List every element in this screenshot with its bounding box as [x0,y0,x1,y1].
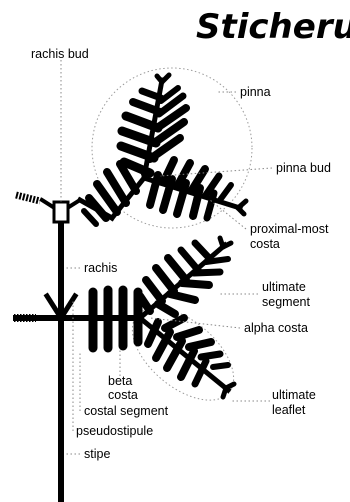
label-rachis-bud: rachis bud [31,47,89,61]
beta-costa [140,238,231,318]
label-pseudostipule: pseudostipule [76,424,153,438]
label-beta-costa: beta costa [108,374,138,402]
ultimate-segment-label-line2: segment [262,295,310,309]
right-pinna [144,160,246,218]
rachis-label: rachis [84,261,117,275]
label-alpha-costa: alpha costa [244,321,308,335]
label-ultimate-leaflet: ultimate leaflet [272,388,316,417]
costal-segment-label: costal segment [84,404,169,418]
pseudostipule-label: pseudostipule [76,424,153,438]
alpha-costa-label: alpha costa [244,321,308,335]
label-costal-segment: costal segment [84,404,169,418]
beta-costa-label-line2: costa [108,388,138,402]
pinna-bud-label: pinna bud [276,161,331,175]
label-ultimate-segment: ultimate segment [262,280,310,309]
stipe-label: stipe [84,447,110,461]
pinna-label: pinna [240,85,271,99]
alpha-costa [140,318,234,397]
upper-hairy-stub [16,195,40,201]
ultimate-leaflet-label-line1: ultimate [272,388,316,402]
label-stipe: stipe [84,447,110,461]
label-pinna-bud: pinna bud [276,161,331,175]
rachis-bud [54,202,68,222]
ultimate-segment-label-line1: ultimate [262,280,306,294]
label-proximal-most-costa: proximal-most costa [250,222,329,251]
diagram-title: Sticherus [196,7,350,47]
label-pinna: pinna [240,85,271,99]
beta-costa-label-line1: beta [108,374,132,388]
proximal-most-costa-label-line1: proximal-most [250,222,329,236]
rachis-bud-label: rachis bud [31,47,89,61]
label-rachis: rachis [84,261,117,275]
ultimate-leaflet-label-line2: leaflet [272,403,306,417]
proximal-most-costa-label-line2: costa [250,237,280,251]
